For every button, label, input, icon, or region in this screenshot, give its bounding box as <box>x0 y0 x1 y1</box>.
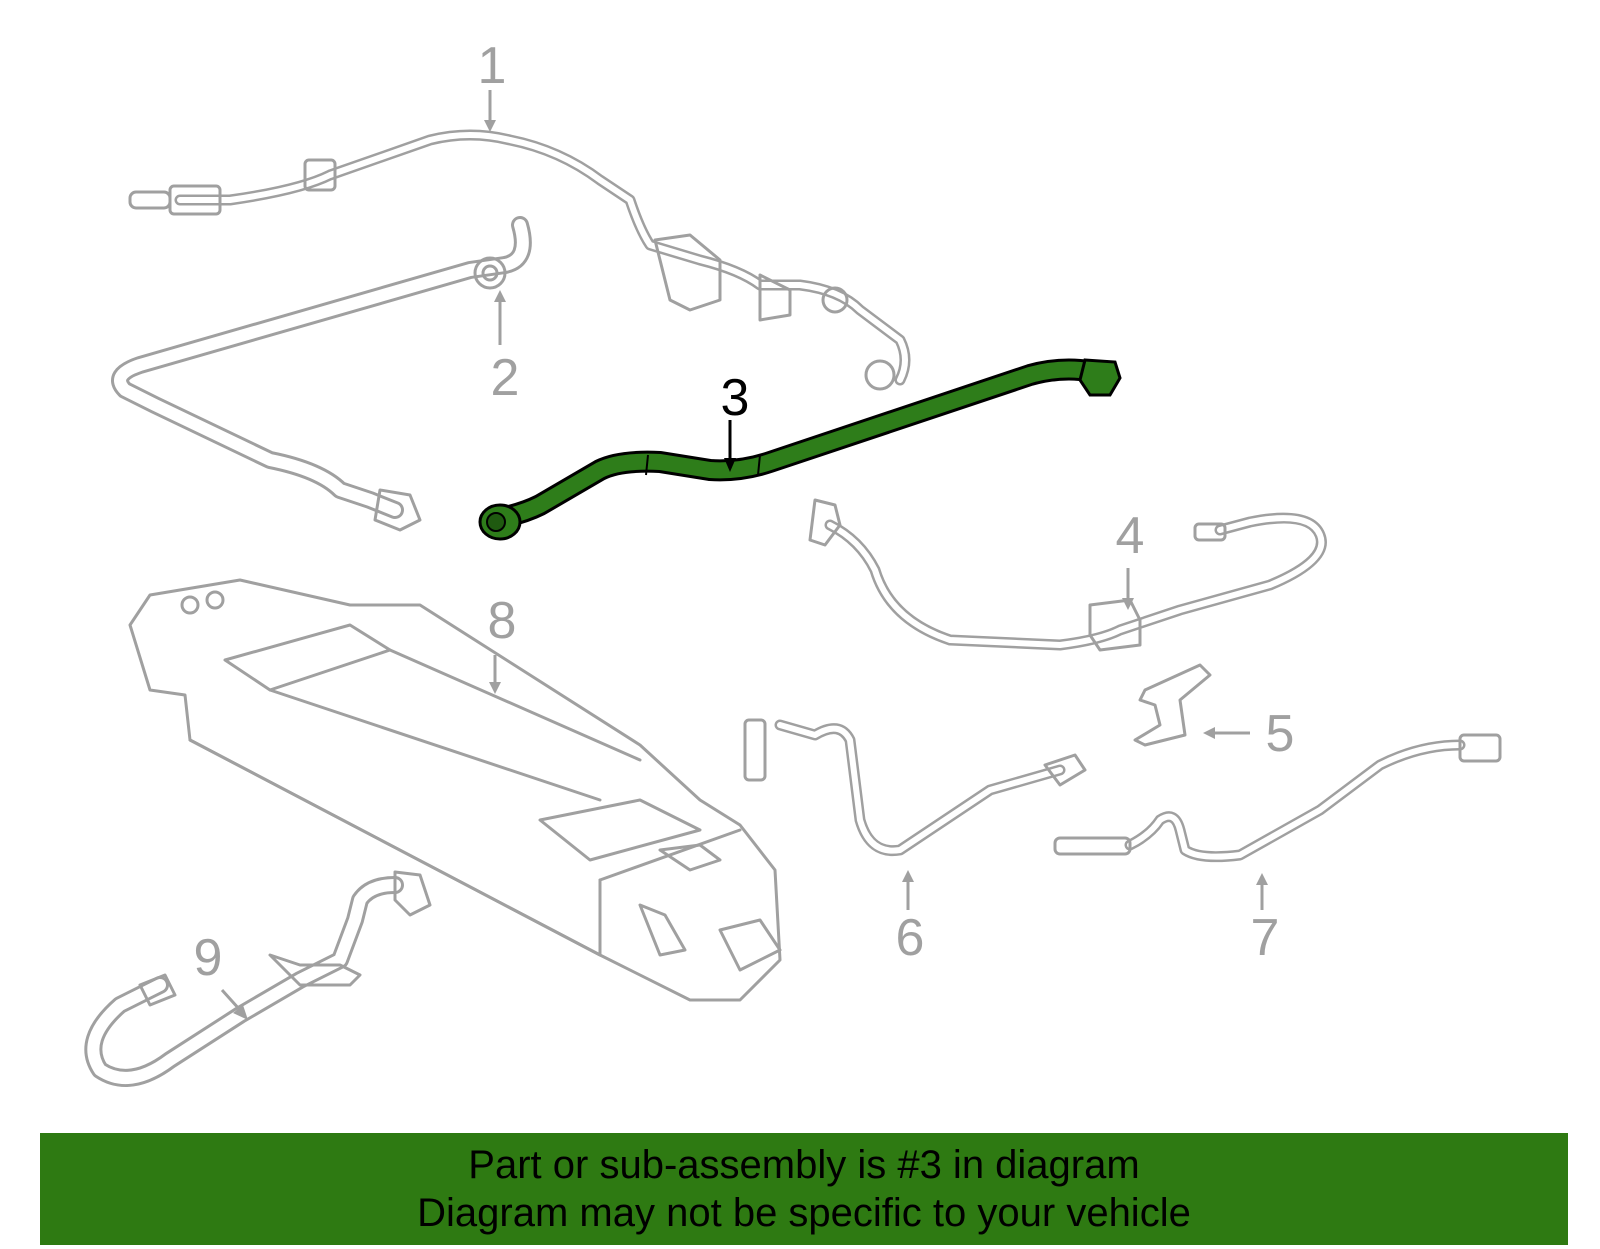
callout-6: 6 <box>896 909 925 967</box>
part-3-vent-hose[interactable] <box>478 358 1122 541</box>
part-6-oxygen-sensor[interactable] <box>743 718 1087 857</box>
callout-7: 7 <box>1251 909 1280 967</box>
part-5-bracket[interactable] <box>1133 663 1212 747</box>
info-banner: Part or sub-assembly is #3 in diagram Di… <box>40 1133 1568 1245</box>
part-8-canister[interactable] <box>128 578 782 1002</box>
callout-8: 8 <box>488 592 517 650</box>
part-7-oxygen-sensor[interactable] <box>1053 733 1502 863</box>
callout-9: 9 <box>194 929 223 987</box>
callout-5: 5 <box>1266 705 1295 763</box>
part-4-sensor-harness[interactable] <box>808 498 1327 652</box>
leader-arrows <box>220 90 1268 1020</box>
part-1-vapor-line[interactable] <box>128 129 911 391</box>
callout-4: 4 <box>1116 507 1145 565</box>
part-2-grommet-tube[interactable] <box>111 216 532 532</box>
part-9-hose-assembly[interactable] <box>84 870 432 1087</box>
callout-3: 3 <box>721 369 750 427</box>
banner-line-2: Diagram may not be specific to your vehi… <box>417 1191 1191 1235</box>
callout-2: 2 <box>491 349 520 407</box>
banner-line-1: Part or sub-assembly is #3 in diagram <box>468 1143 1140 1187</box>
callout-1: 1 <box>478 37 507 95</box>
